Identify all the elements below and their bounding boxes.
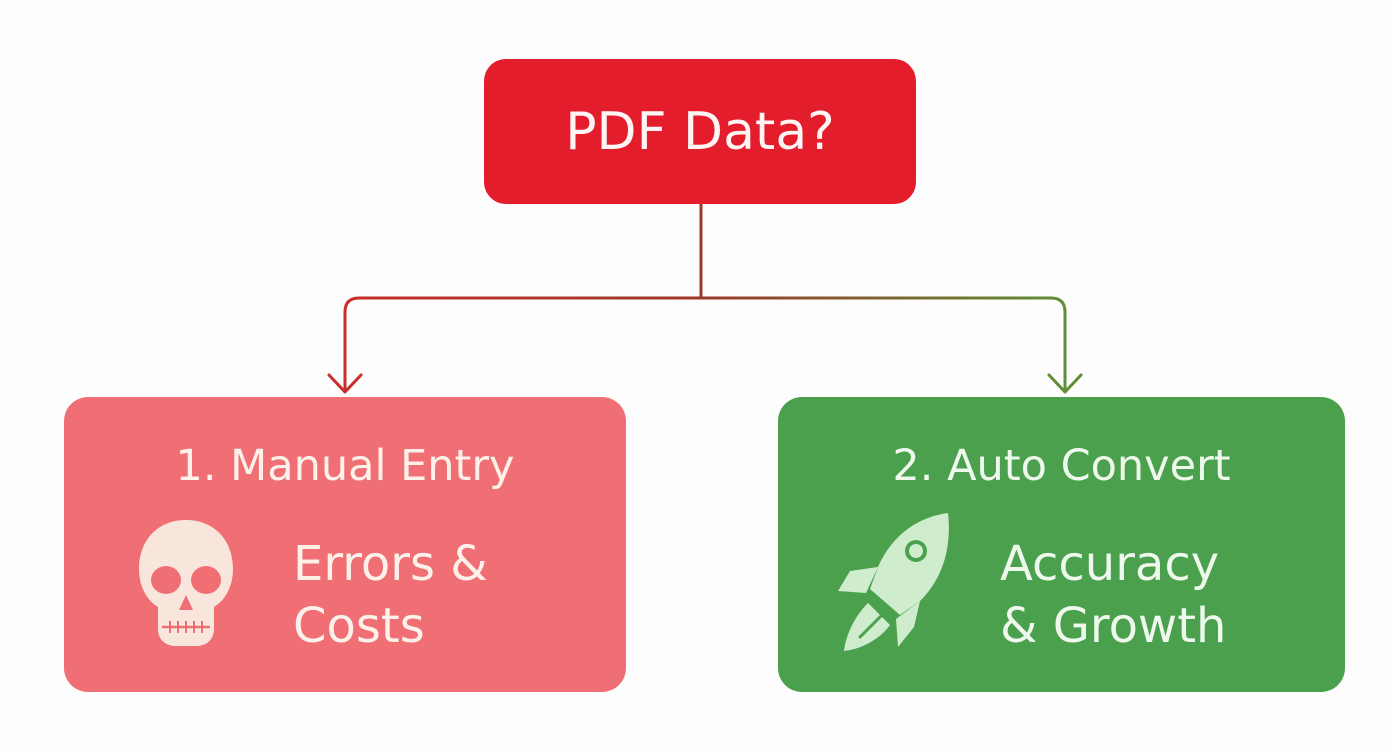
skull-icon (139, 520, 233, 646)
outcome-line-1: Errors & (293, 536, 488, 592)
horizontal-connector (343, 296, 1067, 392)
branch-title: 1. Manual Entry (175, 441, 515, 491)
branch-auto-convert: 2. Auto Convert Accuracy & Growth (778, 397, 1345, 692)
branch-outcome: Accuracy & Growth (1000, 533, 1226, 657)
left-arrow-head (327, 373, 363, 394)
outcome-line-2: Costs (293, 598, 425, 654)
branch-outcome: Errors & Costs (293, 533, 488, 657)
right-arrow-head (1047, 373, 1083, 394)
root-title: PDF Data? (565, 101, 835, 162)
branch-title: 2. Auto Convert (892, 441, 1231, 491)
branch-manual-entry: 1. Manual Entry Errors & Costs (64, 397, 626, 692)
outcome-line-2: & Growth (1000, 598, 1227, 654)
root-node: PDF Data? (484, 59, 916, 204)
outcome-line-1: Accuracy (1000, 536, 1220, 592)
rocket-icon (838, 513, 949, 651)
